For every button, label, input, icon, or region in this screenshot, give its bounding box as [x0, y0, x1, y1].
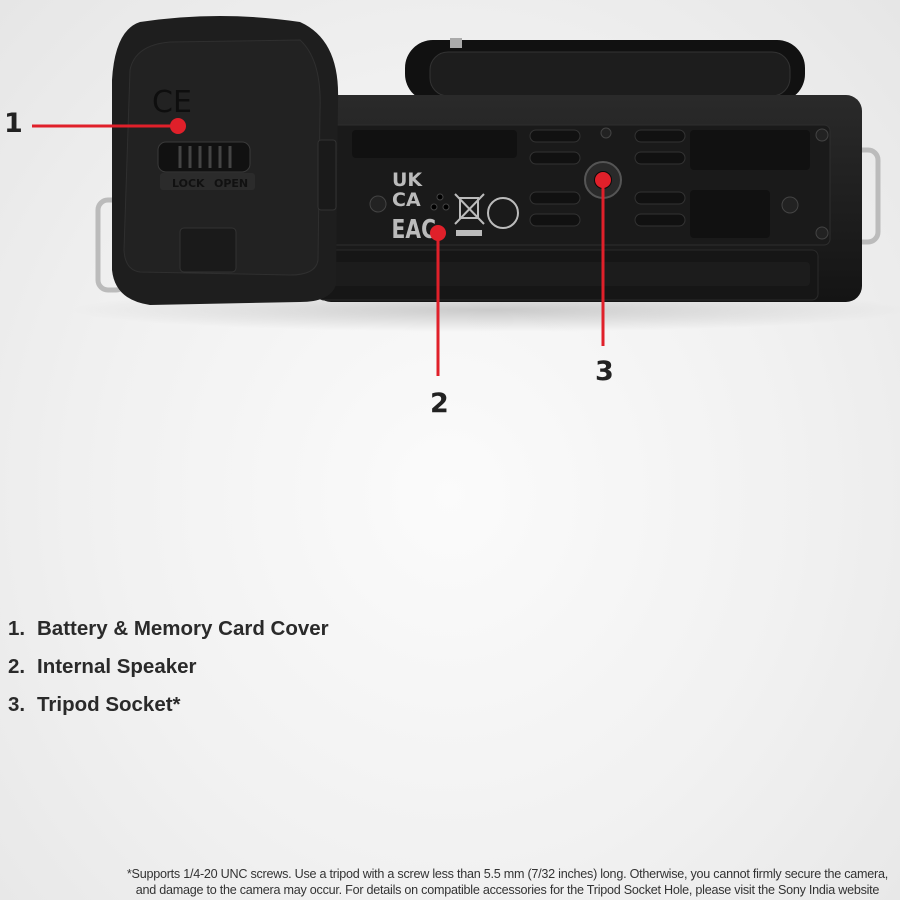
body-panel: [690, 190, 770, 238]
screw: [815, 128, 829, 142]
cover-hinge: [317, 139, 337, 211]
weee-icon: [454, 193, 485, 225]
regulatory-markings: UK CA EAC: [392, 169, 519, 245]
footnote-line-1: *Supports 1/4-20 UNC screws. Use a tripo…: [126, 867, 888, 881]
callout-3-pointer: [595, 172, 611, 346]
legend-item: 2. Internal Speaker: [8, 653, 329, 691]
cable-flap: [179, 227, 237, 273]
weee-bar: [456, 230, 482, 236]
screw: [815, 226, 829, 240]
certification-icon: [487, 197, 519, 229]
cover-lock-slider: LOCK OPEN: [157, 141, 255, 190]
eac-mark: EAC: [392, 215, 436, 245]
open-label: OPEN: [214, 177, 248, 190]
legend-number: 1.: [8, 617, 26, 640]
body-panel: [352, 130, 517, 158]
screw: [369, 195, 387, 213]
lock-label: LOCK: [172, 177, 205, 190]
speaker-holes: [430, 193, 450, 211]
legend-item: 1. Battery & Memory Card Cover: [8, 615, 329, 653]
screw: [781, 196, 799, 214]
screw: [600, 127, 612, 139]
callout-number-2: 2: [430, 388, 449, 419]
callout-1-pointer: [32, 118, 186, 134]
legend-number: 3.: [8, 693, 26, 716]
legend-label: Tripod Socket*: [37, 693, 181, 716]
callout-number-3: 3: [595, 356, 614, 387]
callout-2-pointer: [430, 225, 446, 376]
camera-bottom-view: UK CA EAC LOCK OPEN CE: [32, 16, 900, 376]
legend-number: 2.: [8, 655, 26, 678]
legend-item: 3. Tripod Socket*: [8, 691, 329, 729]
body-panel: [690, 130, 810, 170]
footnote: *Supports 1/4-20 UNC screws. Use a tripo…: [127, 866, 888, 898]
lens-mount: [405, 38, 805, 102]
callout-number-1: 1: [4, 108, 23, 139]
vent-slots: [529, 129, 686, 227]
lcd-hinge-inner: [330, 262, 810, 286]
footnote-line-2: and damage to the camera may occur. For …: [135, 883, 880, 897]
legend-label: Battery & Memory Card Cover: [37, 617, 329, 640]
ce-mark: CE: [152, 85, 192, 120]
feature-legend: 1. Battery & Memory Card Cover 2. Internal…: [8, 615, 329, 729]
ukca-mark-bottom: CA: [392, 189, 421, 211]
ukca-mark-top: UK: [392, 169, 423, 191]
legend-label: Internal Speaker: [37, 655, 197, 678]
